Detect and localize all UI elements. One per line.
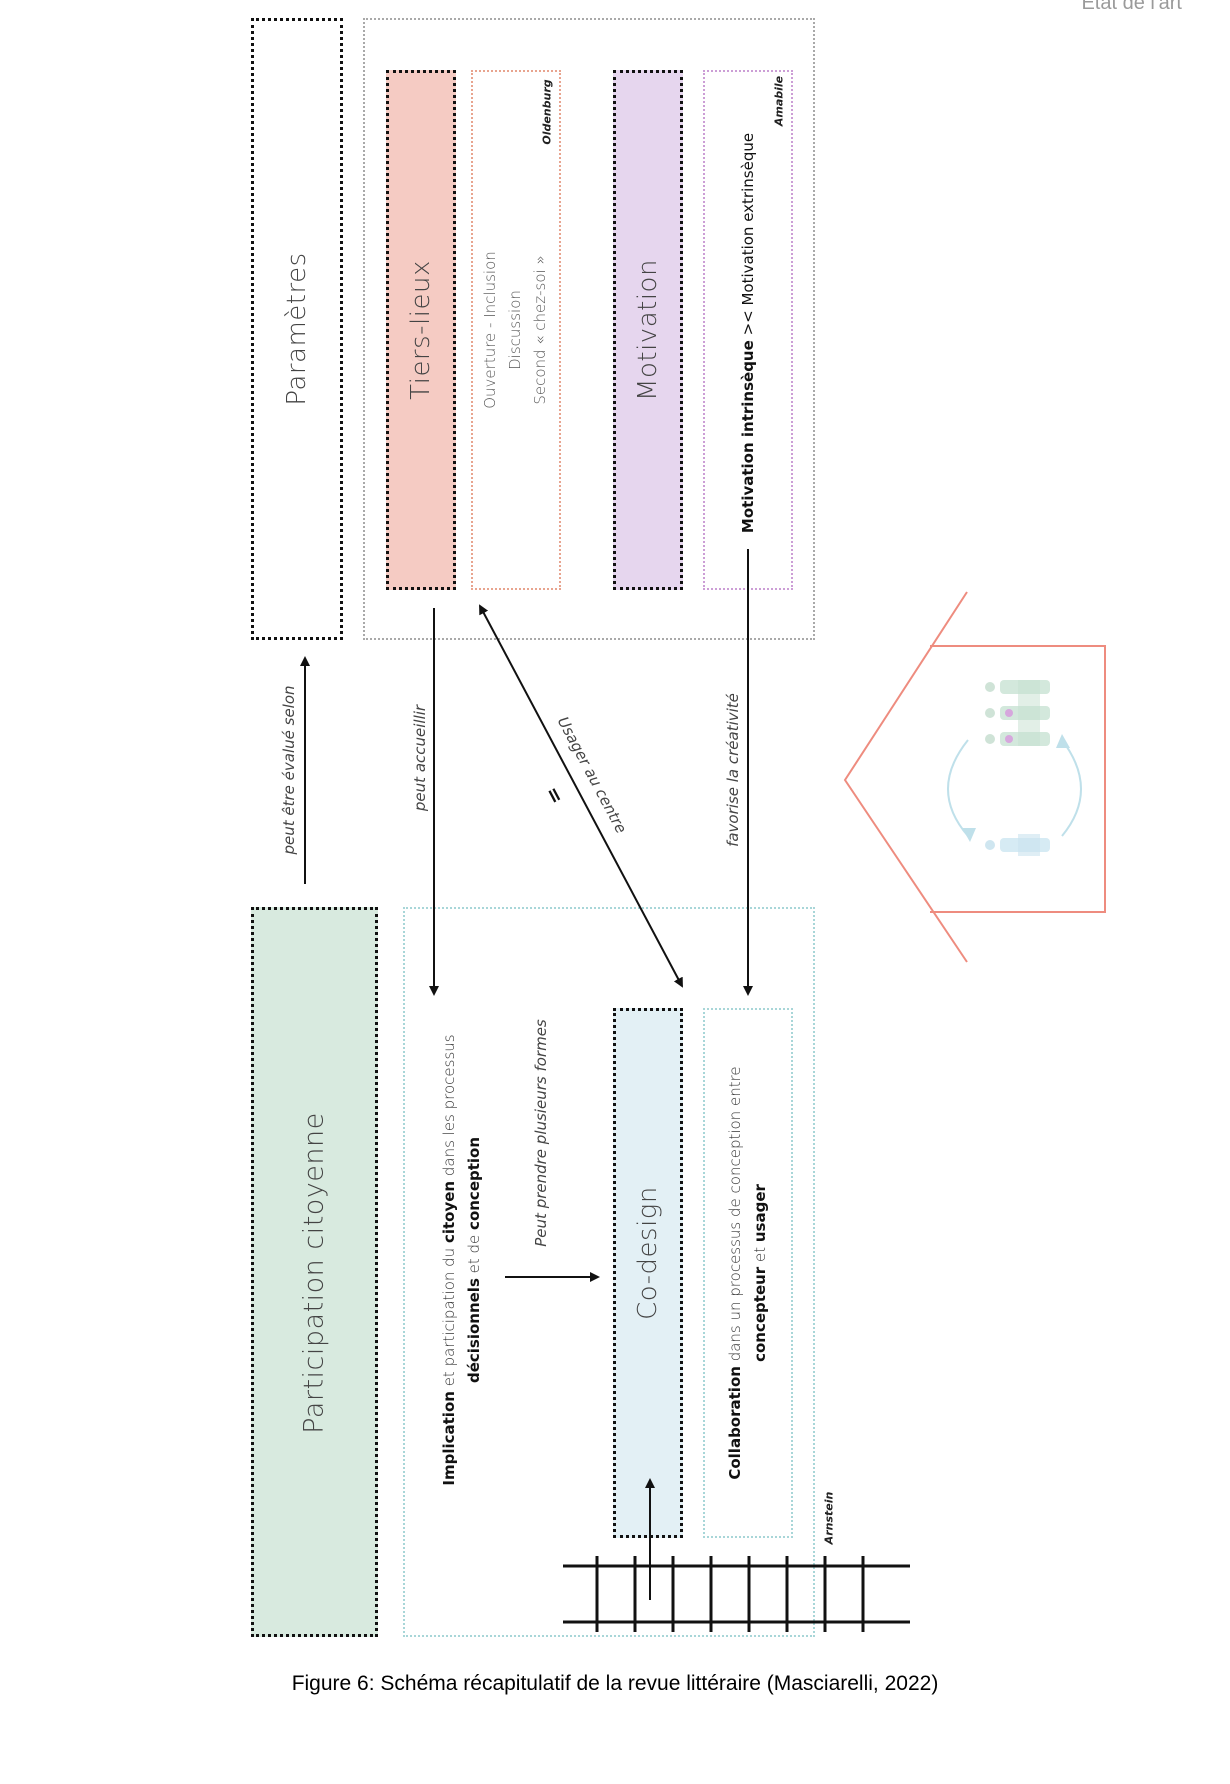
tiers-lieux-box [386, 70, 456, 590]
tiers-lieux-line-3: Second « chez-soi » [531, 255, 549, 405]
participation-label: Participation citoyenne [298, 1112, 330, 1434]
tiers-lieux-label: Tiers-lieux [406, 260, 436, 400]
motivation-label: Motivation [633, 259, 663, 401]
section-header: Etat de l'art [1081, 0, 1182, 14]
codesign-details-box [703, 1008, 793, 1538]
codesign-text-b: et [751, 1242, 769, 1267]
usager-label: Usager au centre [553, 713, 631, 837]
creativite-label: favorise la créativité [724, 693, 742, 847]
participation-text-c: et de [465, 1229, 483, 1279]
collaboration-word: Collaboration [726, 1366, 744, 1480]
amabile-author: Amabile [772, 75, 786, 127]
parametres-label: Paramètres [282, 252, 312, 406]
codesign-def-line-2: concepteur et usager [751, 1184, 769, 1362]
people-group-icon [985, 680, 1050, 746]
formes-label: Peut prendre plusieurs formes [532, 1019, 550, 1247]
figure-caption: Figure 6: Schéma récapitulatif de la rev… [291, 1672, 939, 1695]
codesign-label: Co-design [633, 1186, 663, 1320]
tiers-lieux-details-box [471, 70, 561, 590]
tiers-lieux-line-2: Discussion [506, 290, 524, 370]
motivation-intrinseque: Motivation intrinsèque [739, 340, 757, 534]
motivation-extrinseque: >< Motivation extrinsèque [739, 132, 757, 341]
decisionnels-word: décisionnels [465, 1278, 483, 1384]
oldenburg-author: Oldenburg [540, 79, 554, 145]
motivation-box [613, 70, 683, 590]
participation-def-line-1: Implication et participation du citoyen … [440, 1034, 458, 1485]
equals-sign: = [540, 781, 570, 809]
parametres-box [251, 18, 343, 640]
participation-text-b: dans les processus [440, 1034, 458, 1181]
implication-word: Implication [440, 1391, 458, 1486]
arnstein-author: Arnstein [822, 1491, 836, 1545]
cycle-arrows-icon [947, 739, 1082, 837]
tiers-lieux-line-1: Ouverture - Inclusion [481, 251, 499, 409]
person-icon [985, 834, 1050, 856]
conception-word: conception [465, 1136, 483, 1230]
participation-def-line-2: décisionnels et de conception [465, 1137, 483, 1383]
participation-box [251, 907, 378, 1637]
participation-text-a: et participation du [440, 1243, 458, 1392]
codesign-box [613, 1008, 683, 1538]
house-icon [843, 591, 1106, 963]
codesign-text-a: dans un processus de conception entre [726, 1066, 744, 1367]
motivation-detail-text: Motivation intrinsèque >< Motivation ext… [739, 133, 757, 533]
codesign-def-line-1: Collaboration dans un processus de conce… [726, 1066, 744, 1479]
evaluation-label: peut être évalué selon [280, 685, 298, 855]
usager-word: usager [751, 1184, 769, 1243]
citoyen-word: citoyen [440, 1180, 458, 1244]
concepteur-word: concepteur [751, 1266, 769, 1362]
accueillir-label: peut accueillir [411, 704, 429, 812]
